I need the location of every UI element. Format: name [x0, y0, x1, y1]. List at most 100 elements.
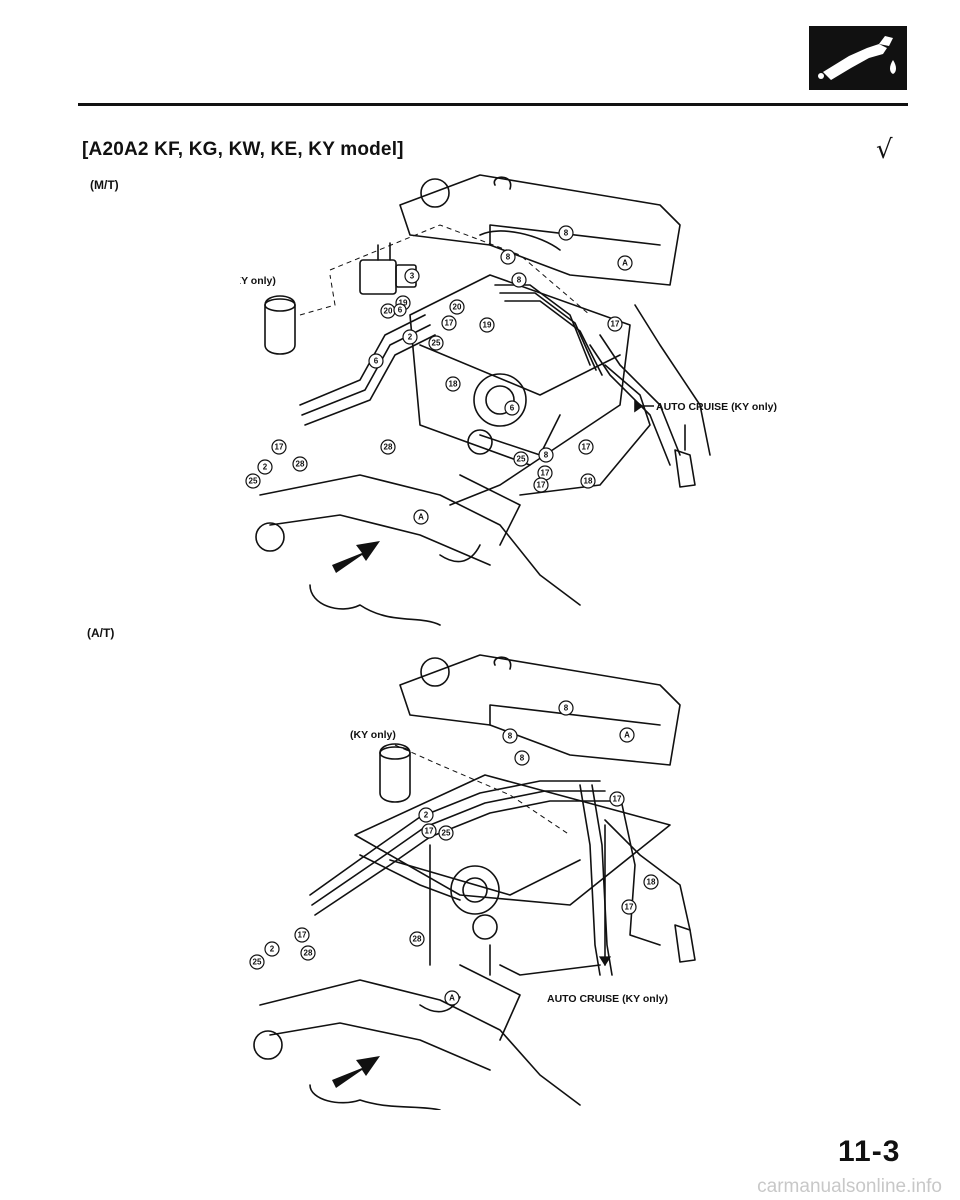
callout-marker: 28	[292, 456, 308, 472]
callout-marker: 25	[249, 954, 265, 970]
callout-label: 8	[564, 704, 569, 713]
callout-marker: 17	[421, 823, 437, 839]
callout-marker: 8	[558, 700, 574, 716]
callout-marker: 6	[504, 400, 520, 416]
callout-marker: 6	[368, 353, 384, 369]
callout-marker: A	[617, 255, 633, 271]
callout-label: 6	[510, 404, 515, 413]
callout-marker: 6	[393, 303, 407, 317]
callout-marker: 20	[380, 303, 396, 319]
ky-dashed-hoses	[394, 744, 571, 836]
callout-marker: A	[619, 727, 635, 743]
callout-marker: 20	[449, 299, 465, 315]
callout-label: 25	[517, 455, 526, 464]
header-rule	[78, 103, 908, 106]
callout-label: 17	[613, 795, 622, 804]
callout-label: 8	[517, 276, 522, 285]
vacuum-hose-diagram-at: 8 8 8 A 17 2 17 25 18 17 28 17 2 28 25 A…	[249, 654, 696, 1110]
callout-label: 8	[520, 754, 525, 763]
callout-label: 17	[537, 481, 546, 490]
callout-marker: 17	[294, 927, 310, 943]
callout-label: 28	[304, 949, 313, 958]
callout-label: 20	[384, 307, 393, 316]
callout-marker: 18	[580, 473, 596, 489]
section-title: [A20A2 KF, KG, KW, KE, KY model]	[82, 139, 404, 160]
callout-label: 20	[453, 303, 462, 312]
engine-line-art	[253, 654, 696, 1110]
callout-label: 8	[508, 732, 513, 741]
auto-cruise-note: AUTO CRUISE (KY only)	[656, 401, 777, 413]
callout-marker: 17	[271, 439, 287, 455]
callout-label: 2	[270, 945, 275, 954]
ky-dashed-hoses	[299, 224, 591, 316]
engine-front-arrow	[332, 1056, 380, 1088]
callout-marker: 8	[502, 728, 518, 744]
auto-cruise-note: AUTO CRUISE (KY only)	[547, 993, 668, 1005]
callout-label: 2	[408, 333, 413, 342]
callout-marker: A	[444, 990, 460, 1006]
callout-marker: 28	[380, 439, 396, 455]
callout-marker: 8	[514, 750, 530, 766]
check-mark: √	[876, 135, 893, 165]
callout-label: 25	[432, 339, 441, 348]
callout-marker: 3	[404, 268, 420, 284]
fuel-nozzle-icon	[809, 26, 907, 90]
callout-label: 25	[253, 958, 262, 967]
callout-marker: 2	[257, 459, 273, 475]
callout-marker: 25	[513, 451, 529, 467]
callout-marker: 2	[402, 329, 418, 345]
callout-label: 28	[296, 460, 305, 469]
callout-marker: 8	[558, 225, 574, 241]
callout-label: 6	[398, 306, 403, 315]
vacuum-hose-diagram-mt: 8 8 8 A 3 19 20 6 20 17 19 2 25 6 17 18 …	[240, 174, 777, 626]
watermark-url: carmanualsonline.info	[757, 1176, 942, 1197]
callout-marker: 17	[578, 439, 594, 455]
page-number: 11-3	[838, 1135, 901, 1168]
callout-label: 25	[249, 477, 258, 486]
engine-line-art	[255, 174, 711, 626]
variant-label-mt: (M/T)	[90, 178, 119, 192]
callout-label: 17	[611, 320, 620, 329]
callout-label: 17	[445, 319, 454, 328]
callout-marker: 8	[500, 249, 516, 265]
callout-label: 18	[647, 878, 656, 887]
callout-marker: 25	[428, 335, 444, 351]
callout-label: 3	[410, 272, 415, 281]
callout-label: 17	[625, 903, 634, 912]
callout-marker: 17	[533, 477, 549, 493]
callout-label: 8	[564, 229, 569, 238]
callout-marker: 18	[643, 874, 659, 890]
callout-label: 6	[374, 357, 379, 366]
callout-label: 17	[275, 443, 284, 452]
callout-label: A	[622, 259, 628, 268]
callout-label: 2	[424, 811, 429, 820]
callout-marker: 2	[418, 807, 434, 823]
callout-label: 17	[425, 827, 434, 836]
callout-marker: 25	[245, 473, 261, 489]
callout-marker: 8	[511, 272, 527, 288]
callout-marker: 17	[441, 315, 457, 331]
callout-marker: 28	[409, 931, 425, 947]
engine-front-arrow	[332, 541, 380, 573]
callout-marker: 8	[538, 447, 554, 463]
callout-label: 18	[584, 477, 593, 486]
callout-marker: A	[413, 509, 429, 525]
callout-marker: 25	[438, 825, 454, 841]
callout-label: A	[449, 994, 455, 1003]
callout-marker: 18	[445, 376, 461, 392]
callout-marker: 17	[607, 316, 623, 332]
callout-label: 8	[506, 253, 511, 262]
callout-marker: 17	[609, 791, 625, 807]
callout-label: A	[418, 513, 424, 522]
callout-label: 17	[582, 443, 591, 452]
callout-label: 28	[413, 935, 422, 944]
callout-label: 25	[442, 829, 451, 838]
callout-label: 19	[483, 321, 492, 330]
callout-label: 17	[298, 931, 307, 940]
callout-label: 8	[544, 451, 549, 460]
callout-label: 18	[449, 380, 458, 389]
callout-marker: 28	[300, 945, 316, 961]
callout-label: 19	[399, 299, 408, 308]
callout-label: A	[624, 731, 630, 740]
callout-marker: 19	[479, 317, 495, 333]
